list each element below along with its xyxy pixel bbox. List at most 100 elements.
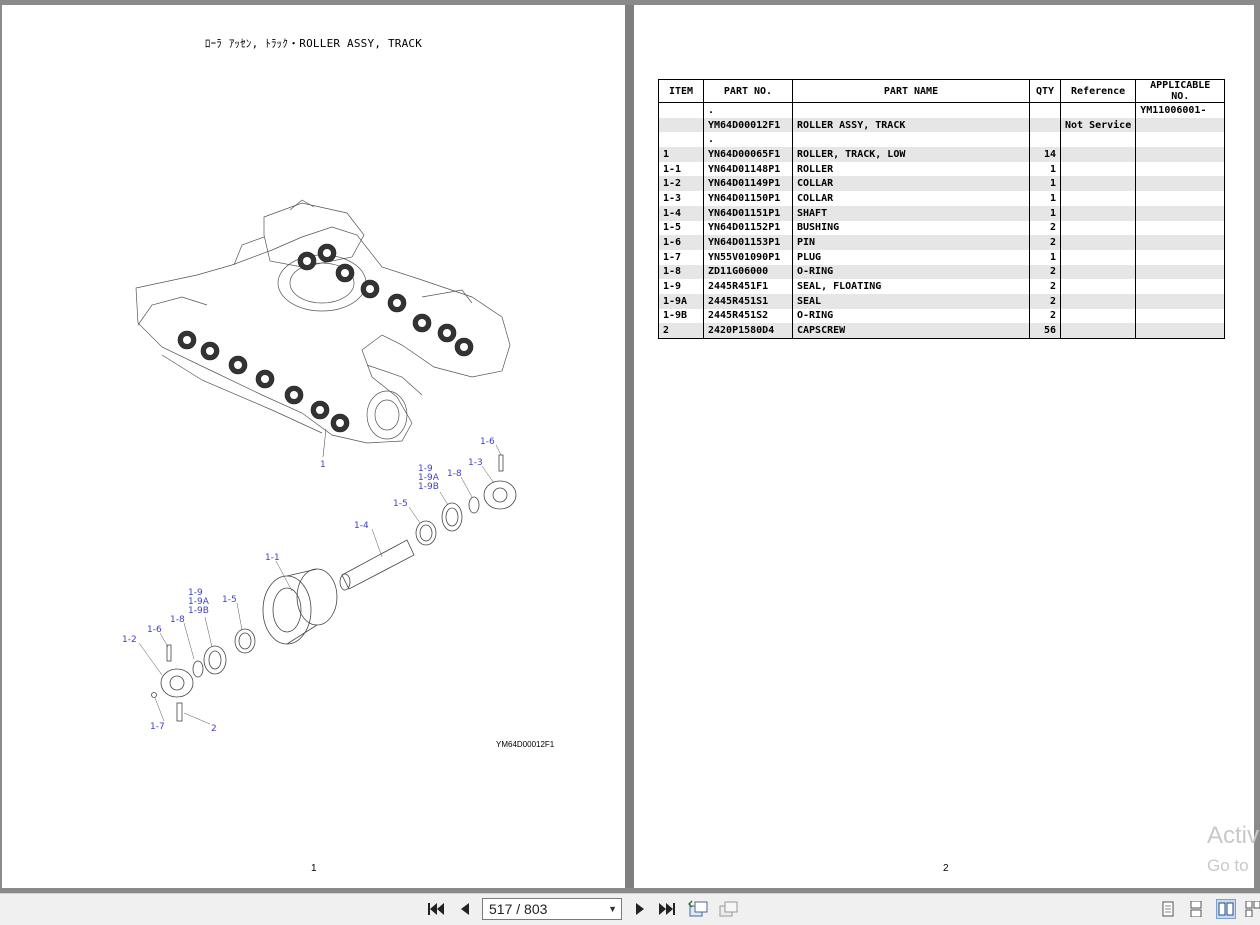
cell-reference [1059,102,1137,118]
callout-label: 1-9 [418,464,433,474]
continuous-icon [1190,901,1202,917]
next-view-icon [719,901,738,917]
cell-part-name: SHAFT [792,205,1030,221]
cell-reference: Not Service [1059,117,1137,133]
callout-label: 1-2 [122,635,137,645]
col-header-part-no: PART NO. [703,79,793,103]
cell-reference [1059,176,1137,192]
cell-applicable-no [1135,176,1226,192]
callout-label: 1-9B [418,482,439,492]
cell-reference [1059,249,1137,265]
next-view-button[interactable] [718,898,738,920]
cell-qty [1029,102,1061,118]
col-header-qty: QTY [1029,79,1061,103]
chevron-down-icon: ▼ [608,904,617,914]
cell-part-name: COLLAR [792,176,1030,192]
callout-label: 1-9A [188,597,210,607]
first-page-icon [428,903,444,915]
cell-applicable-no [1135,279,1226,294]
last-page-button[interactable] [657,898,677,920]
page-gap [625,5,634,888]
last-page-icon [659,903,675,915]
cell-applicable-no [1135,117,1226,133]
cell-part-no: YN55V01090P1 [703,249,793,265]
page-number-select[interactable]: 517 / 803 ▼ [482,898,622,920]
cell-part-name: SEAL [792,293,1030,309]
cell-qty: 1 [1029,249,1061,265]
cell-applicable-no [1135,220,1226,236]
previous-view-button[interactable] [688,898,708,920]
cell-item: 1-4 [658,205,704,221]
cell-item: 1-2 [658,176,704,192]
cell-reference [1059,220,1137,236]
table-row: . [658,132,1226,148]
cell-qty: 1 [1029,176,1061,192]
cell-qty: 1 [1029,191,1061,206]
cell-part-name: ROLLER, TRACK, LOW [792,147,1030,162]
cell-part-name: BUSHING [792,220,1030,236]
callout-label: 1 [320,460,326,470]
page-indicator: 517 / 803 [489,901,548,917]
cell-applicable-no [1135,205,1226,221]
cell-reference [1059,323,1137,339]
callout-label: 1-8 [447,469,462,479]
cell-applicable-no [1135,191,1226,206]
cell-item: 1-5 [658,220,704,236]
continuous-facing-view-button[interactable] [1243,899,1260,919]
cell-reference [1059,147,1137,162]
cell-item: 1-1 [658,161,704,177]
callout-label: 1-9B [188,606,209,616]
cell-applicable-no: YM11006001- [1135,102,1226,118]
cell-item [658,102,704,118]
cell-reference [1059,205,1137,221]
facing-view-button[interactable] [1216,899,1236,919]
callout-label: 1-5 [222,595,237,605]
continuous-view-button[interactable] [1186,899,1206,919]
single-page-view-button[interactable] [1158,899,1178,919]
parts-table: ITEM PART NO. PART NAME QTY Reference AP… [658,79,1226,339]
cell-qty: 2 [1029,220,1061,236]
cell-reference [1059,264,1137,280]
cell-part-no: YN64D01148P1 [703,161,793,177]
page-title: ﾛｰﾗ ｱｯｾﾝ, ﾄﾗｯｸ・ROLLER ASSY, TRACK [204,37,423,50]
previous-page-button[interactable] [455,898,475,920]
callout-label: 1-9A [418,473,440,483]
callout-label: 1-7 [150,722,165,732]
col-header-part-name: PART NAME [792,79,1030,103]
cell-part-name: PIN [792,235,1030,250]
cell-item: 1-6 [658,235,704,250]
single-page-icon [1162,901,1174,917]
cell-part-name: ROLLER [792,161,1030,177]
cell-part-no: . [703,132,793,148]
previous-page-icon [461,903,469,915]
cell-item: 1-8 [658,264,704,280]
cell-applicable-no [1135,147,1226,162]
cell-part-name: COLLAR [792,191,1030,206]
cell-part-no: YN64D00065F1 [703,147,793,162]
cell-reference [1059,132,1137,148]
continuous-facing-icon [1245,901,1260,917]
cell-applicable-no [1135,235,1226,250]
next-page-button[interactable] [630,898,650,920]
cell-qty: 1 [1029,161,1061,177]
cell-part-no: . [703,102,793,118]
cell-reference [1059,191,1137,206]
callout-label: 1-9 [188,588,203,598]
cell-part-no: YM64D00012F1 [703,117,793,133]
cell-applicable-no [1135,308,1226,324]
cell-applicable-no [1135,323,1226,339]
first-page-button[interactable] [426,898,446,920]
cell-qty: 2 [1029,279,1061,294]
right-page: ITEM PART NO. PART NAME QTY Reference AP… [634,5,1254,888]
callout-label: 1-1 [265,553,280,563]
page-number-right: 2 [943,863,949,874]
